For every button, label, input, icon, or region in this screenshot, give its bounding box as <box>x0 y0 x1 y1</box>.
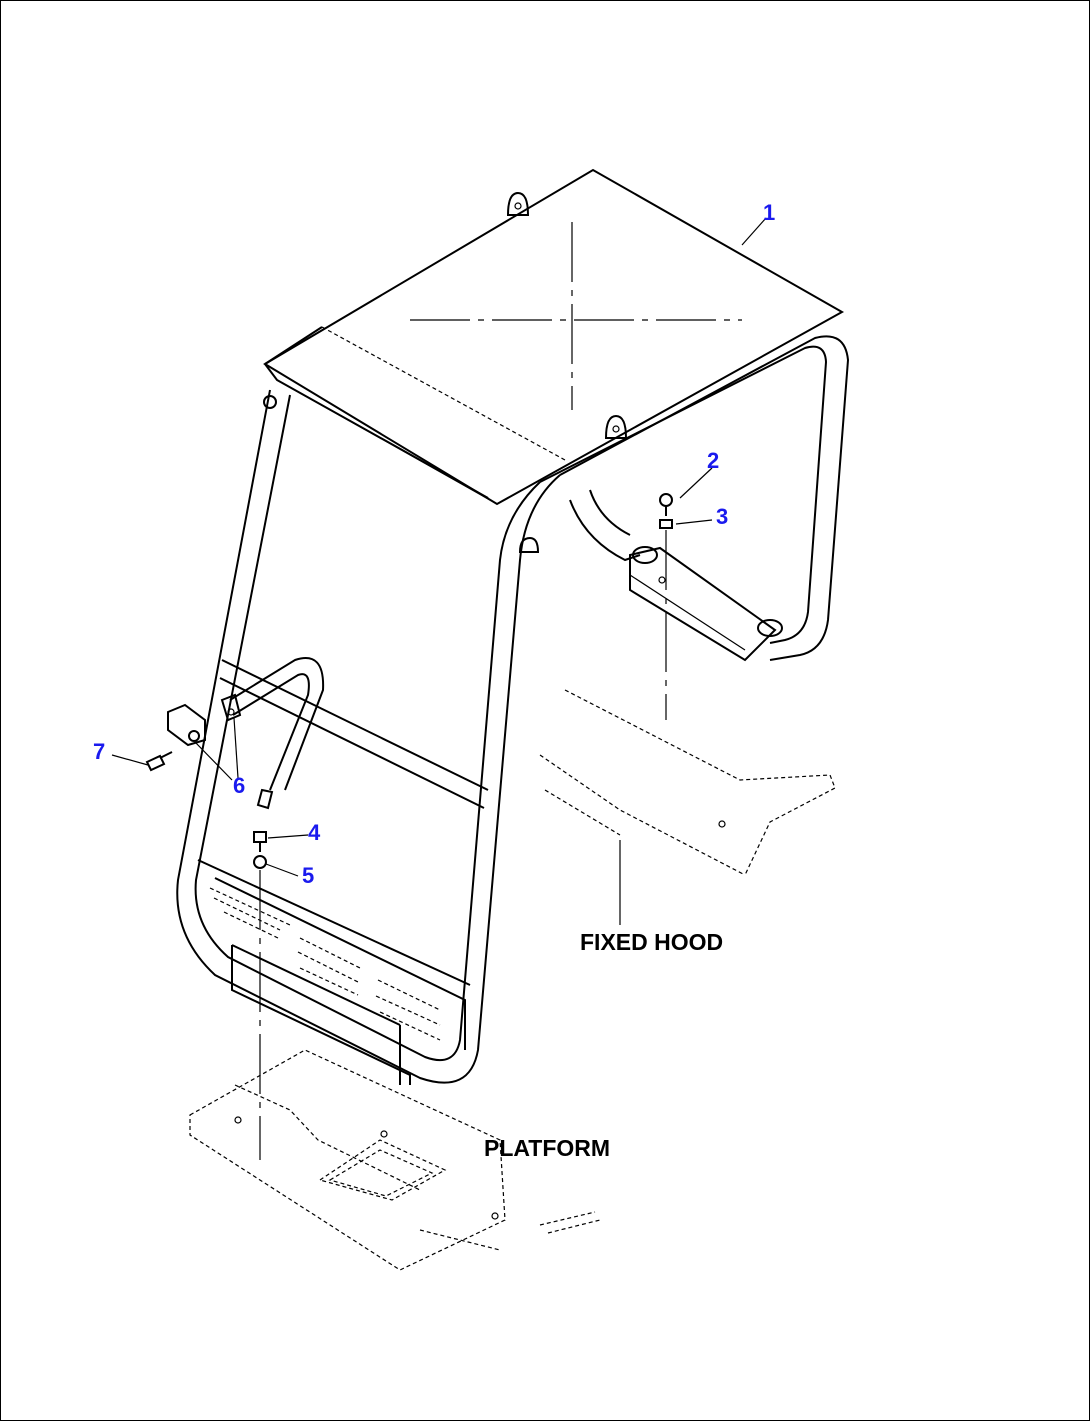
label-platform: PLATFORM <box>484 1135 610 1161</box>
platform-outline <box>189 1049 601 1271</box>
part-3-washer <box>659 519 673 529</box>
leader-lines <box>111 217 767 877</box>
callout-2: 2 <box>707 448 719 473</box>
callout-4: 4 <box>308 820 321 845</box>
front-step-plate <box>209 877 466 1085</box>
label-fixed-hood: FIXED HOOD <box>580 929 723 955</box>
callout-1: 1 <box>763 200 775 225</box>
part-2-bolt <box>659 493 673 516</box>
rear-mount-bracket <box>569 489 783 662</box>
callout-5: 5 <box>302 863 314 888</box>
part-6-clips <box>167 693 242 747</box>
part-7-bolt <box>145 751 173 772</box>
callout-3: 3 <box>716 504 728 529</box>
callout-6: 6 <box>233 773 245 798</box>
part-4-bolt <box>253 831 267 852</box>
part-5-washer <box>253 855 267 869</box>
rops-frame <box>176 335 850 1084</box>
callout-7: 7 <box>93 739 105 764</box>
fixed-hood-outline <box>539 689 836 925</box>
canopy-roof <box>263 168 845 506</box>
